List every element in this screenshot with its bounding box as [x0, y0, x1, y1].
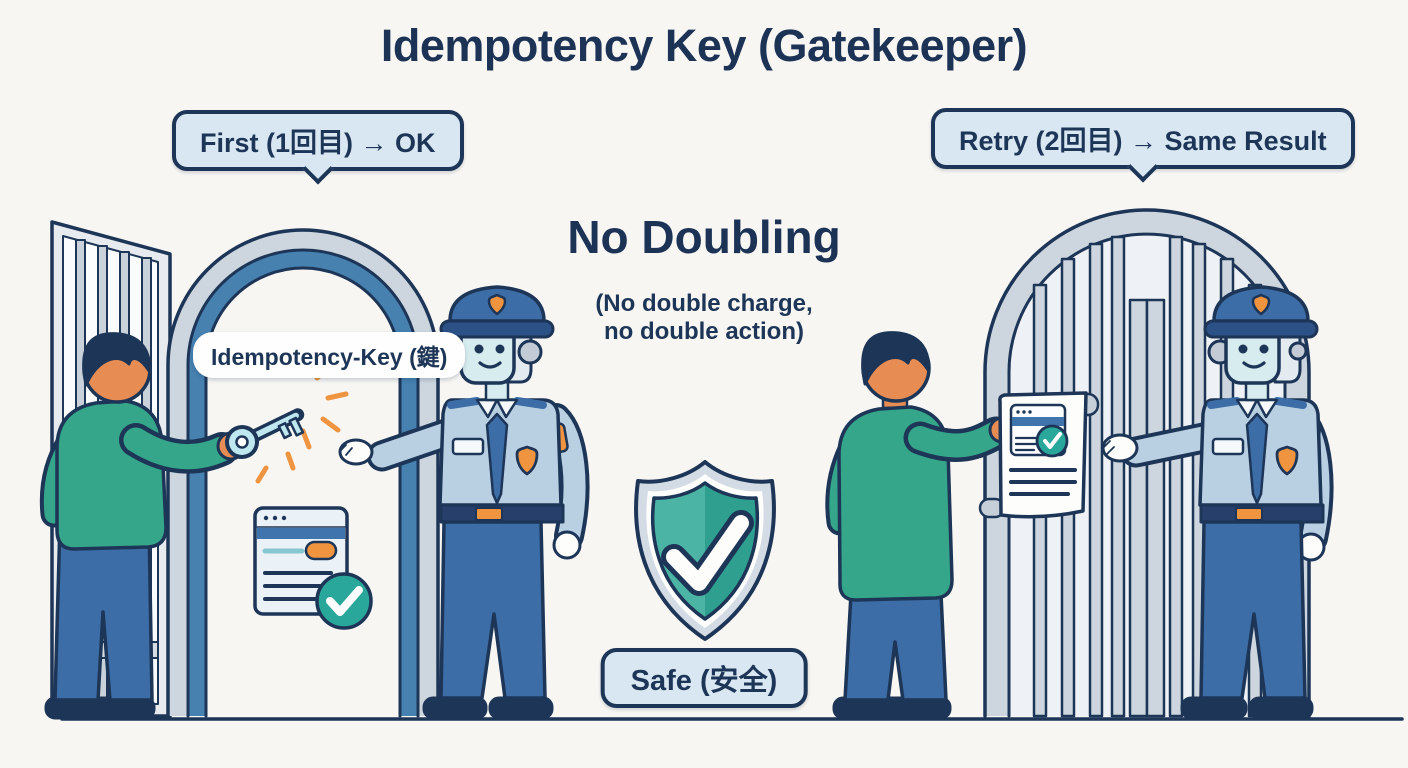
idempotency-key-label: Idempotency-Key (鍵)	[193, 332, 466, 378]
robot-ear	[1288, 341, 1308, 361]
subtext-line-1: (No double charge,	[595, 290, 813, 317]
retry-request-label: Retry (2回目) → Same Result	[959, 126, 1327, 156]
robot-hand	[1101, 433, 1139, 463]
badge-icon	[1275, 445, 1299, 476]
page-title: Idempotency Key (Gatekeeper)	[380, 20, 1028, 71]
first-request-label: First (1回目) → OK	[200, 128, 436, 158]
robot-hand	[338, 438, 374, 466]
document-scroll-icon	[978, 391, 1100, 519]
robot-ear	[517, 339, 543, 365]
no-doubling-subtext: (No double charge, no double action)	[0, 290, 1408, 347]
shield-check-icon	[634, 460, 776, 641]
check-circle-icon	[315, 572, 373, 630]
first-request-bubble: First (1回目) → OK	[172, 110, 464, 185]
check-circle-icon	[1035, 424, 1069, 458]
robot-hand	[552, 530, 582, 560]
robot-gatekeeper-icon	[1101, 285, 1334, 720]
requester-person	[39, 332, 246, 720]
badge-icon	[515, 445, 539, 476]
browser-check-icon	[253, 506, 373, 630]
retry-person	[825, 331, 1016, 720]
robot-gatekeeper-icon	[338, 285, 590, 720]
subtext-line-2: no double action)	[604, 318, 804, 346]
safe-label: Safe (安全)	[600, 648, 808, 708]
retry-request-bubble: Retry (2回目) → Same Result	[931, 108, 1355, 183]
no-doubling-heading: No Doubling	[567, 211, 841, 263]
robot-tie	[485, 412, 509, 505]
key-icon	[225, 408, 305, 459]
robot-tie	[1245, 412, 1269, 505]
